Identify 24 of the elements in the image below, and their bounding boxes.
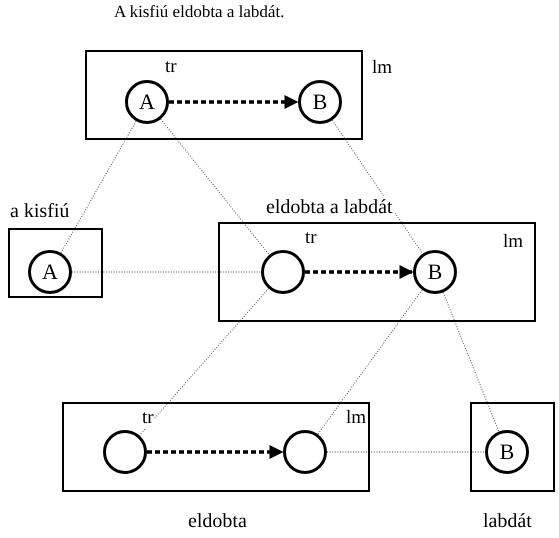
role-circle	[125, 80, 169, 124]
circle-letter: A	[42, 259, 58, 285]
dotted-connector	[442, 292, 500, 432]
sentence-title: A kisfiú eldobta a labdát.	[114, 2, 284, 22]
phrase-box	[85, 50, 363, 140]
dashed-arrow	[169, 95, 298, 109]
dotted-connector	[160, 118, 270, 256]
circle-letter: B	[500, 439, 514, 465]
role-circle	[261, 250, 305, 294]
circle-letter: B	[312, 89, 328, 115]
circle-letter: A	[139, 89, 155, 115]
role-circle	[413, 250, 457, 294]
role-circle	[103, 430, 147, 474]
dashed-arrow	[147, 445, 284, 459]
role-circle	[283, 430, 327, 474]
role-circle	[28, 250, 72, 294]
dotted-connector	[317, 289, 423, 435]
dotted-connector	[332, 120, 424, 254]
role-circle	[485, 430, 529, 474]
role-circle	[298, 80, 342, 124]
circle-letter: B	[428, 259, 442, 285]
dotted-connector	[139, 288, 269, 436]
dashed-arrow	[305, 265, 414, 279]
dotted-connector	[60, 120, 137, 254]
